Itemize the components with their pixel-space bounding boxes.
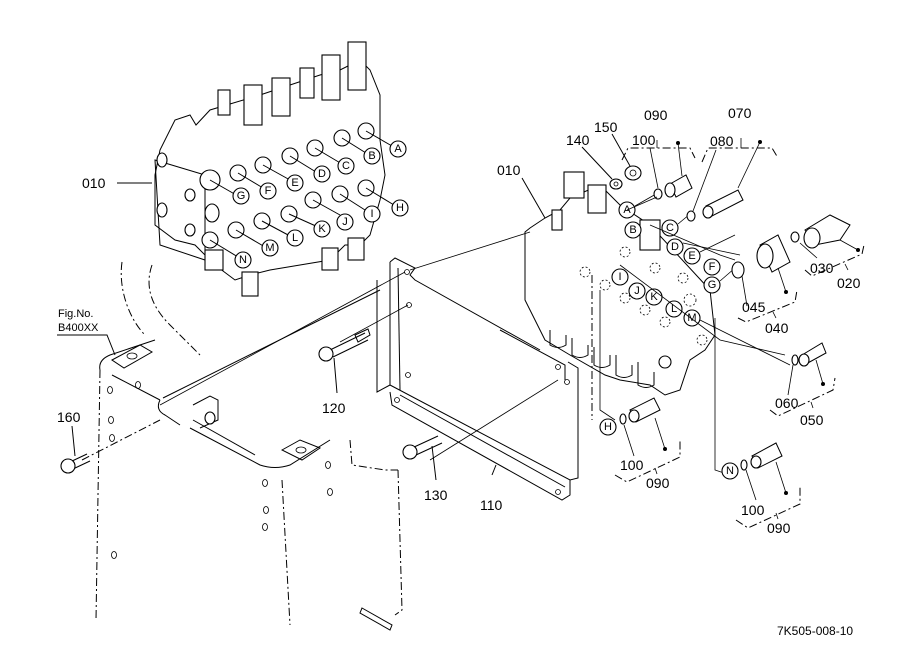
part-label-090-top: 090 xyxy=(644,107,668,123)
port-label: I xyxy=(611,268,629,286)
port-label: J xyxy=(336,213,354,231)
part-label-150: 150 xyxy=(594,119,618,135)
svg-text:D: D xyxy=(671,241,679,253)
valve-ports xyxy=(199,122,375,249)
svg-text:J: J xyxy=(634,285,640,297)
svg-text:C: C xyxy=(342,160,350,172)
part-label-050: 050 xyxy=(800,412,824,428)
fitting-group-top: 140 150 090 100 070 080 xyxy=(566,105,779,222)
svg-text:L: L xyxy=(671,303,677,315)
svg-text:C: C xyxy=(666,222,674,234)
port-label: H xyxy=(391,199,409,217)
port-label: K xyxy=(313,220,331,238)
port-label: L xyxy=(665,300,683,318)
part-label-045: 045 xyxy=(742,299,766,315)
svg-text:E: E xyxy=(291,177,298,189)
bolt-120: 120 xyxy=(318,328,371,416)
part-label-030: 030 xyxy=(810,260,834,276)
fitting-group-050: 060 050 xyxy=(769,342,836,428)
port-label: F xyxy=(259,182,277,200)
part-label-130: 130 xyxy=(424,487,448,503)
svg-text:J: J xyxy=(342,216,348,228)
chassis-frame xyxy=(81,261,403,631)
port-label: D xyxy=(666,238,684,256)
port-label: E xyxy=(286,174,304,192)
bolt-130: 130 xyxy=(402,435,448,503)
svg-text:G: G xyxy=(237,190,246,202)
part-label-160: 160 xyxy=(57,409,81,425)
svg-text:B: B xyxy=(629,224,636,236)
part-label-120: 120 xyxy=(322,400,346,416)
port-label: G xyxy=(232,187,250,205)
part-label-010-left: 010 xyxy=(82,175,106,191)
port-label: E xyxy=(683,247,701,265)
part-label-040: 040 xyxy=(765,320,789,336)
part-label-100-top: 100 xyxy=(632,132,656,148)
port-label: A xyxy=(389,140,407,158)
part-label-140: 140 xyxy=(566,132,590,148)
svg-text:K: K xyxy=(650,291,658,303)
svg-text:N: N xyxy=(726,465,734,477)
part-label-100-mid: 100 xyxy=(620,457,644,473)
svg-text:M: M xyxy=(265,242,274,254)
mounting-plate: 110 xyxy=(159,231,579,513)
port-label: B xyxy=(363,147,381,165)
svg-text:E: E xyxy=(688,250,695,262)
fig-no-value: B400XX xyxy=(58,322,99,334)
fitting-group-040: 045 040 xyxy=(731,234,798,336)
fig-no-label: Fig.No. xyxy=(58,308,93,320)
port-label: K xyxy=(645,288,663,306)
control-valve-overview: A B C D E F G H I J K L M N 010 xyxy=(82,41,409,297)
svg-text:I: I xyxy=(618,271,621,283)
svg-text:N: N xyxy=(239,254,247,266)
svg-text:L: L xyxy=(292,232,298,244)
fitting-group-020: 030 020 xyxy=(790,214,865,291)
fitting-group-n: N 100 090 xyxy=(721,442,801,536)
port-label: N xyxy=(721,462,739,480)
part-label-110: 110 xyxy=(480,497,503,513)
part-label-020: 020 xyxy=(837,275,861,291)
port-label: F xyxy=(703,258,721,276)
part-label-010-right: 010 xyxy=(497,162,521,178)
svg-text:G: G xyxy=(708,279,717,291)
part-label-090-mid: 090 xyxy=(646,475,670,491)
port-label: C xyxy=(337,157,355,175)
port-label: N xyxy=(234,251,252,269)
part-label-090-bot: 090 xyxy=(767,520,791,536)
svg-text:B: B xyxy=(368,150,375,162)
svg-text:A: A xyxy=(394,143,402,155)
port-label: L xyxy=(286,229,304,247)
port-label: H xyxy=(599,418,617,436)
part-label-080: 080 xyxy=(710,133,734,149)
fitting-group-h: H 100 090 xyxy=(599,397,681,491)
part-label-100-bot: 100 xyxy=(741,502,765,518)
part-label-060: 060 xyxy=(775,395,799,411)
port-label: B xyxy=(624,221,642,239)
svg-text:H: H xyxy=(604,421,612,433)
port-label: D xyxy=(313,165,331,183)
svg-text:I: I xyxy=(370,208,373,220)
svg-text:D: D xyxy=(318,168,326,180)
svg-text:H: H xyxy=(396,202,404,214)
part-label-070: 070 xyxy=(728,105,752,121)
svg-text:F: F xyxy=(709,261,716,273)
port-label: M xyxy=(261,239,279,257)
svg-text:K: K xyxy=(318,223,326,235)
figure-reference: Fig.No. B400XX xyxy=(57,308,116,356)
figure-code: 7K505-008-10 xyxy=(777,624,853,638)
port-label: J xyxy=(628,282,646,300)
port-label: I xyxy=(363,205,381,223)
svg-text:F: F xyxy=(265,185,272,197)
port-label: G xyxy=(703,276,721,294)
svg-text:M: M xyxy=(687,312,696,324)
control-valve-detail: A B C D E F G I J K L M 010 xyxy=(497,162,791,476)
bolt-160: 160 xyxy=(57,409,91,474)
